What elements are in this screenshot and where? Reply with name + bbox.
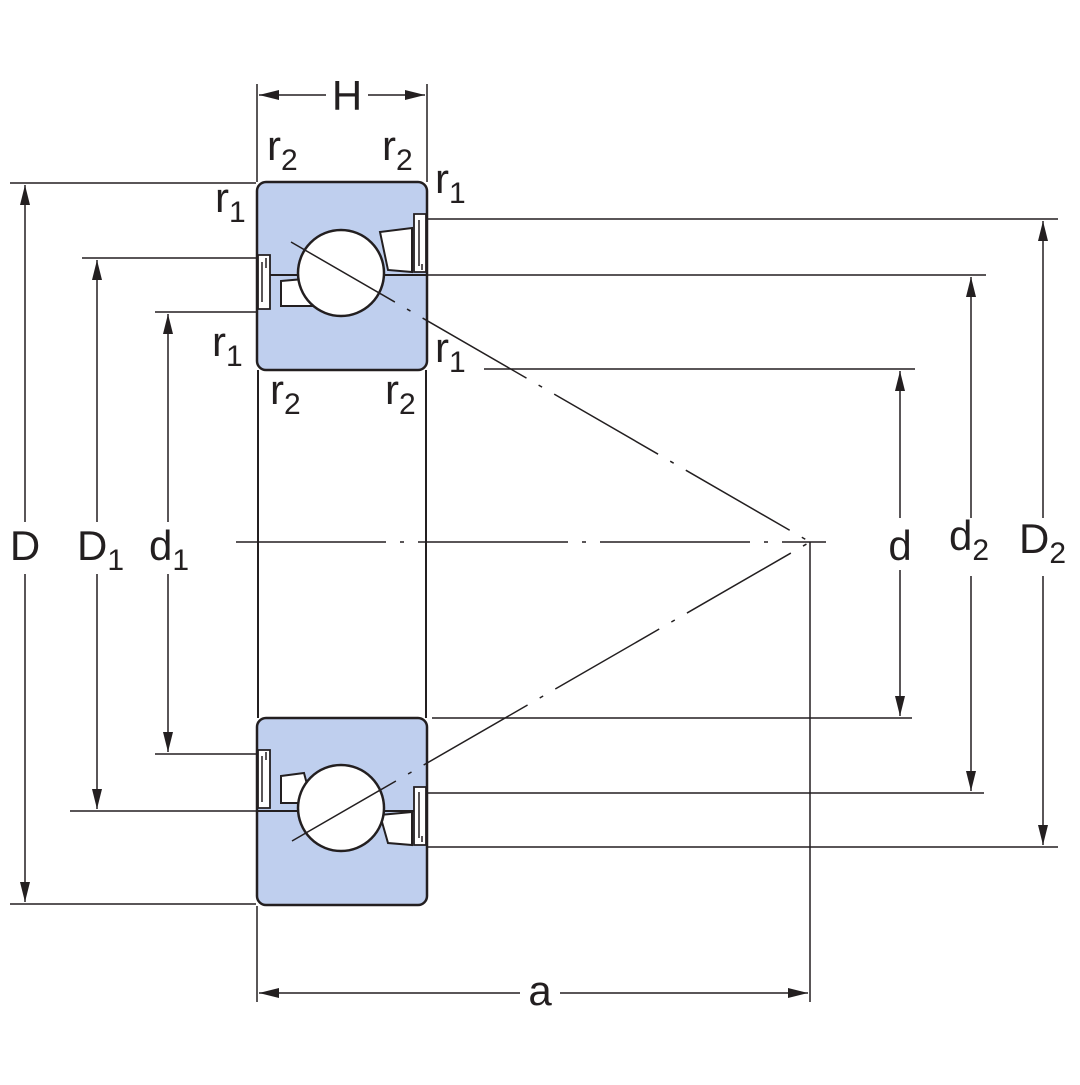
label-d2: d2 (949, 512, 989, 567)
label-D1: D1 (77, 522, 124, 577)
label-r2-top-left: r2 (267, 122, 298, 177)
top-cage-right (378, 226, 413, 274)
bottom-right-seal (413, 786, 427, 846)
bottom-cage-right (378, 810, 413, 847)
label-D2: D2 (1019, 515, 1066, 570)
label-d: d (888, 522, 911, 569)
label-r1-mid-left: r1 (212, 318, 243, 373)
bottom-ball (296, 763, 386, 853)
label-D: D (10, 522, 40, 569)
dimension-labels: H D d a D1 d1 d2 D2 r2 r2 r2 r2 r1 r1 r1… (10, 72, 1066, 1014)
top-ball (296, 228, 386, 318)
label-r2-mid-left: r2 (270, 366, 301, 421)
label-a: a (528, 967, 552, 1014)
bottom-left-seal (257, 749, 271, 809)
upper-contact-line (290, 241, 811, 543)
bearing-cross-section (255, 180, 429, 907)
top-section (255, 180, 429, 372)
label-H: H (332, 72, 362, 119)
bottom-left-seal-detail (261, 752, 267, 802)
label-r1-top-left: r1 (215, 174, 246, 229)
top-right-seal-detail (418, 220, 423, 270)
top-right-seal (413, 213, 427, 273)
label-r2-top-right: r2 (382, 122, 413, 177)
label-r2-mid-right: r2 (385, 366, 416, 421)
bottom-right-seal-detail (418, 792, 423, 842)
top-left-seal (257, 254, 271, 310)
label-r1-top-right: r1 (435, 155, 466, 210)
extension-lines (10, 84, 1058, 1002)
top-left-seal-detail (261, 258, 267, 302)
label-r1-mid-right: r1 (435, 324, 466, 379)
dimension-lines (20, 90, 1048, 998)
label-d1: d1 (149, 522, 189, 577)
contact-angle-lines (236, 241, 826, 1002)
lower-contact-line (291, 541, 811, 842)
